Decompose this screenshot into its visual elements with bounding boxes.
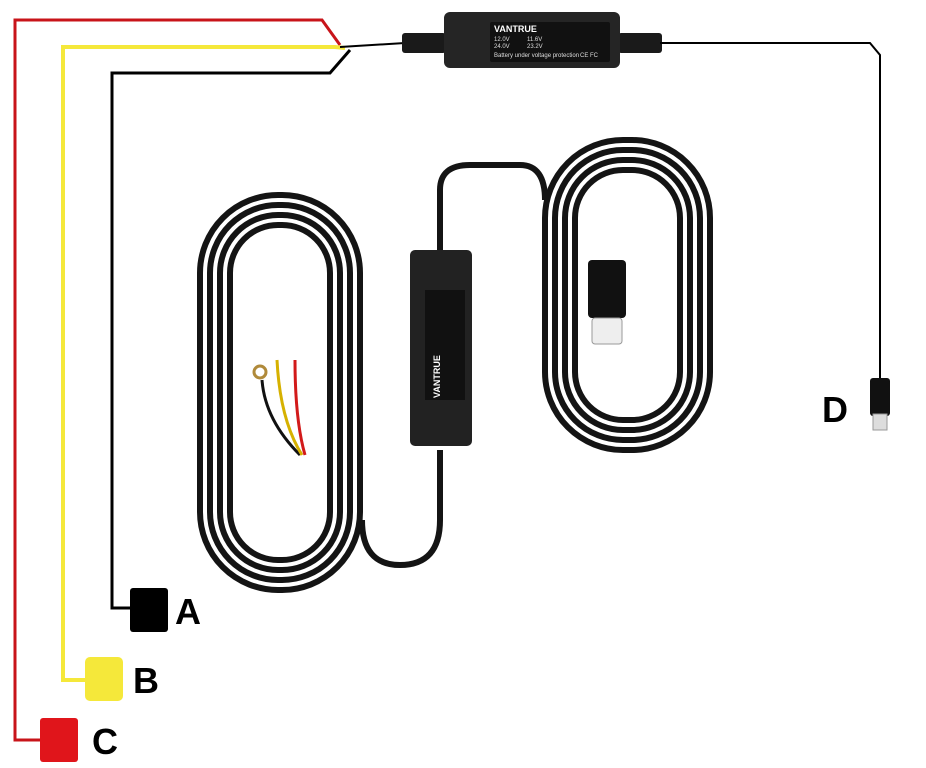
center-module-brand: VANTRUE — [432, 355, 442, 398]
strain-relief-left — [402, 33, 446, 53]
module-label-plate — [490, 22, 610, 62]
center-label-plate — [425, 290, 465, 400]
usb-c-tip — [591, 317, 623, 345]
label-c: C — [92, 721, 118, 762]
mini-usb-plug — [870, 378, 890, 416]
usb-c-plug — [588, 260, 626, 318]
legend-swatch-a — [130, 588, 168, 632]
output-cable-line — [660, 42, 881, 380]
module-protection: Battery under voltage protection — [494, 53, 579, 59]
wire-junction-line — [339, 42, 406, 48]
black-wire-line — [110, 49, 352, 610]
mini-usb-tip — [872, 413, 888, 431]
coiled-cable-left — [197, 192, 363, 593]
label-b: B — [133, 660, 159, 701]
strain-relief-right — [618, 33, 662, 53]
legend-swatch-c — [40, 718, 78, 762]
legend-swatch-b — [85, 657, 123, 701]
ring-terminal — [252, 364, 268, 380]
bare-yellow-wire — [275, 359, 304, 456]
module-certs: CE FC — [580, 53, 599, 59]
coiled-cable-right — [542, 137, 713, 453]
module-input-12: 12.0V — [494, 37, 510, 43]
connecting-cable — [359, 162, 548, 569]
module-cutoff-12: 11.6V — [527, 37, 542, 43]
yellow-wire-line — [61, 45, 346, 682]
bare-black-wire — [260, 379, 302, 457]
bare-red-wire — [293, 359, 307, 456]
module-input-24: 24.0V — [494, 44, 510, 50]
module-cutoff-24: 23.2V — [527, 44, 543, 50]
module-brand: VANTRUE — [494, 24, 537, 34]
label-a: A — [175, 591, 201, 632]
label-d: D — [822, 389, 848, 430]
red-wire-line — [13, 18, 342, 742]
